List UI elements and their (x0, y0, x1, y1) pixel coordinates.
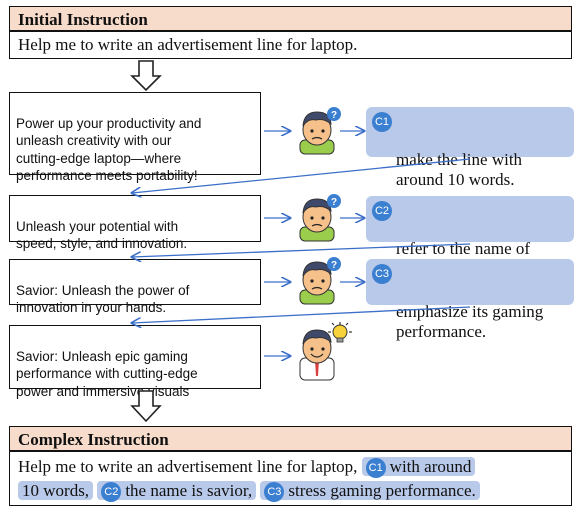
down-arrow-icon (130, 390, 162, 423)
c1-badge: C1 (372, 112, 392, 132)
complex-line1: Help me to write an advertisement line f… (18, 457, 358, 476)
svg-text:?: ? (331, 197, 337, 208)
c2-badge: C2 (372, 201, 392, 221)
clarification-1: C1 make the line with around 10 words. (366, 107, 574, 189)
response-box-2: Unleash your potential with speed, style… (9, 195, 261, 251)
complex-c3-badge: C3 (264, 482, 285, 502)
clarification-text-3: emphasize its gaming performance. (396, 302, 544, 341)
response-box-3: Savior: Unleash the power of innovation … (9, 259, 261, 315)
confused-user-icon: ? (299, 194, 341, 242)
complex-c3-text: stress gaming performance. (288, 481, 476, 500)
complex-c1-badge: C1 (365, 458, 386, 478)
complex-c2-text: the name is savior, (125, 481, 253, 500)
initial-instruction-header: Initial Instruction (9, 6, 572, 31)
initial-text-label: Help me to write an advertisement line f… (18, 35, 358, 54)
complex-instruction-text: Help me to write an advertisement line f… (9, 451, 572, 506)
complex-c1-highlight-cont: 10 words, (18, 481, 94, 500)
response-text-2: Unleash your potential with speed, style… (16, 218, 188, 252)
c3-badge: C3 (372, 264, 392, 284)
feedback-arrow (132, 243, 471, 257)
initial-instruction-text: Help me to write an advertisement line f… (9, 31, 572, 59)
complex-line2-start: 10 words, (22, 481, 90, 500)
initial-header-label: Initial Instruction (18, 10, 148, 29)
response-box-4: Savior: Unleash epic gaming performance … (9, 325, 261, 399)
response-text-4: Savior: Unleash epic gaming performance … (16, 348, 198, 399)
complex-header-label: Complex Instruction (18, 430, 169, 449)
complex-c2-badge: C2 (101, 482, 122, 502)
feedback-arrow (132, 306, 471, 323)
complex-c1-text: with around (389, 457, 472, 476)
complex-instruction-header: Complex Instruction (9, 426, 572, 451)
response-box-1: Power up your productivity and unleash c… (9, 92, 261, 183)
response-text-1: Power up your productivity and unleash c… (16, 115, 202, 184)
clarification-3: C3 emphasize its gaming performance. (366, 259, 574, 341)
feedback-arrow (132, 158, 471, 193)
svg-text:?: ? (331, 260, 337, 271)
down-arrow-icon (130, 60, 162, 92)
response-text-3: Savior: Unleash the power of innovation … (16, 282, 190, 316)
confused-user-icon: ? (299, 107, 341, 155)
svg-text:?: ? (331, 110, 337, 121)
confused-user-icon: ? (299, 257, 341, 305)
idea-user-icon (299, 322, 352, 381)
